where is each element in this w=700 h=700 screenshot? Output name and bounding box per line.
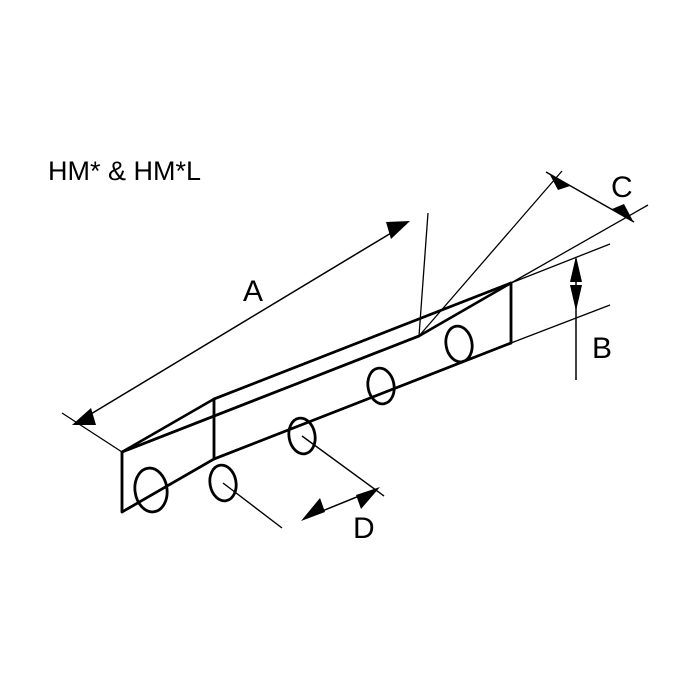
bar-body [120,281,513,514]
dim-d-leader-1 [222,482,283,529]
front-face-port-1 [208,463,238,503]
dim-b-arrow-bottom [570,285,582,311]
dim-c-arrow-front [612,204,633,221]
dim-a-extension-right [418,212,429,337]
dim-c-extension-rear [418,170,563,337]
dim-b-extension-top [510,243,611,284]
dim-b-extension-bottom [510,304,611,344]
front-face-port-3 [366,366,396,406]
dim-b-label: B [592,332,612,365]
dim-a-line [75,223,407,424]
dim-a-extension-left [61,412,123,453]
port-holes [133,324,474,514]
dim-c-extension-front [510,204,649,284]
dim-a-arrow-left [72,408,96,425]
dim-b-arrow-top [570,256,582,282]
dim-d-leader-2 [301,435,385,497]
drawing-title: HM* & HM*L [48,156,201,186]
dimension-d: D [222,435,385,545]
dim-c-label: C [611,171,633,204]
top-rear-long-edge [120,334,421,454]
dim-a-label: A [243,275,263,308]
end-face-bottom-edge [120,457,216,514]
dim-a-arrow-right [386,221,410,239]
dimension-a: A [61,212,429,453]
dim-d-arrow-left [301,498,325,521]
dimension-c: C [418,170,649,337]
top-front-long-edge [212,281,513,401]
front-face-port-2 [287,416,317,456]
top-face-outline [120,281,513,454]
dim-d-arrow-right [356,487,380,509]
front-face-port-4 [444,324,474,364]
dim-d-label: D [353,512,375,545]
dim-c-arrow-rear [549,173,570,190]
dimension-b: B [510,243,612,380]
end-face-port [133,466,169,514]
